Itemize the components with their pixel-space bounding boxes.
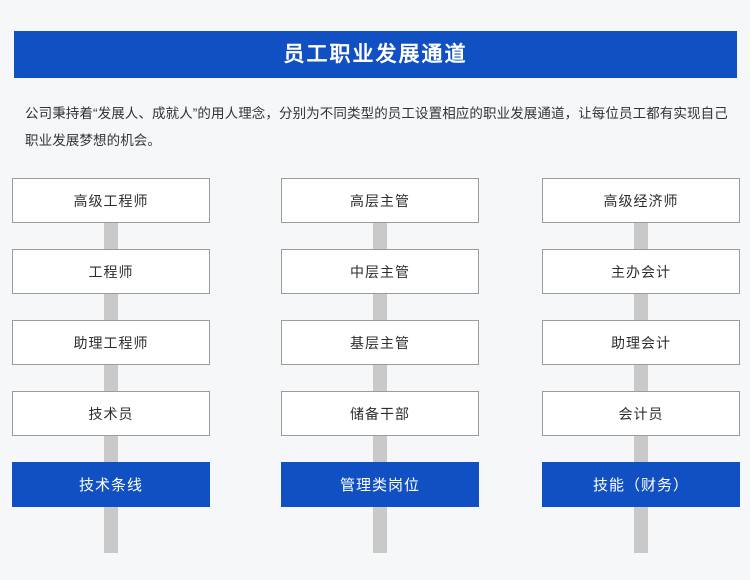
career-column-finance: 高级经济师 主办会计 助理会计 会计员 技能（财务） — [542, 178, 740, 568]
career-column-technical: 高级工程师 工程师 助理工程师 技术员 技术条线 — [12, 178, 210, 568]
career-rung[interactable]: 高级工程师 — [12, 178, 210, 223]
career-rung[interactable]: 会计员 — [542, 391, 740, 436]
career-rung[interactable]: 助理会计 — [542, 320, 740, 365]
career-track-label[interactable]: 技能（财务） — [542, 462, 740, 507]
career-rung[interactable]: 基层主管 — [281, 320, 479, 365]
page-banner: 员工职业发展通道 — [14, 31, 737, 78]
career-track-label[interactable]: 管理类岗位 — [281, 462, 479, 507]
career-rung[interactable]: 储备干部 — [281, 391, 479, 436]
career-rung[interactable]: 工程师 — [12, 249, 210, 294]
career-rung[interactable]: 高层主管 — [281, 178, 479, 223]
career-rung[interactable]: 高级经济师 — [542, 178, 740, 223]
career-rung-list: 高级工程师 工程师 助理工程师 技术员 技术条线 — [12, 178, 210, 507]
career-rung[interactable]: 中层主管 — [281, 249, 479, 294]
career-rung[interactable]: 主办会计 — [542, 249, 740, 294]
career-columns: 高级工程师 工程师 助理工程师 技术员 技术条线 高层主管 中层主管 基层主管 … — [0, 178, 750, 578]
career-rung-list: 高层主管 中层主管 基层主管 储备干部 管理类岗位 — [281, 178, 479, 507]
career-track-label[interactable]: 技术条线 — [12, 462, 210, 507]
career-rung-list: 高级经济师 主办会计 助理会计 会计员 技能（财务） — [542, 178, 740, 507]
career-rung[interactable]: 助理工程师 — [12, 320, 210, 365]
intro-paragraph: 公司秉持着“发展人、成就人”的用人理念，分别为不同类型的员工设置相应的职业发展通… — [25, 106, 728, 148]
page-title: 员工职业发展通道 — [283, 43, 468, 66]
career-column-management: 高层主管 中层主管 基层主管 储备干部 管理类岗位 — [281, 178, 479, 568]
career-rung[interactable]: 技术员 — [12, 391, 210, 436]
